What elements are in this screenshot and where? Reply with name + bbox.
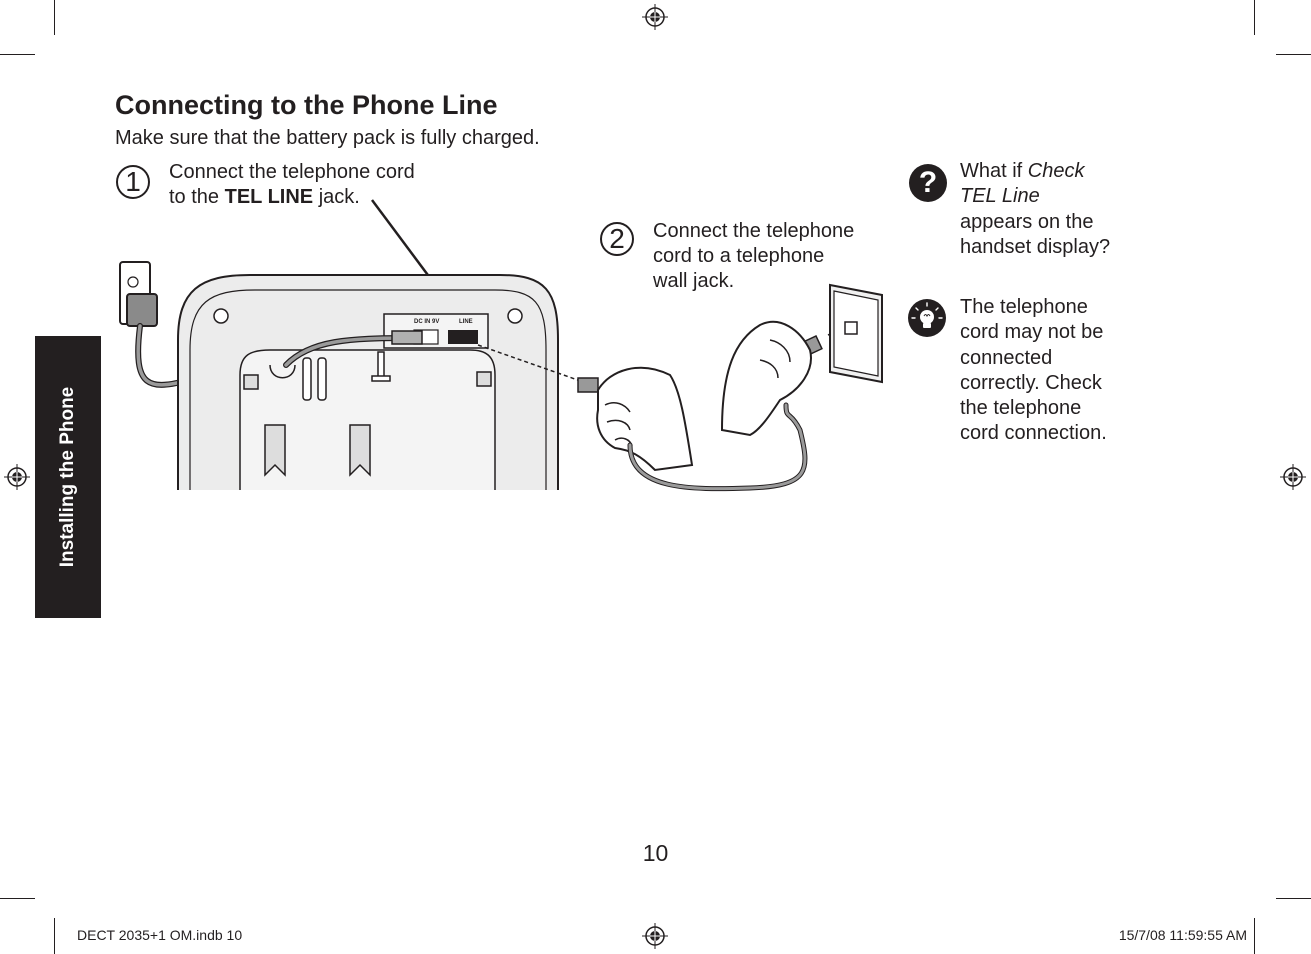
crop-mark [54, 0, 55, 35]
page-title: Connecting to the Phone Line [115, 90, 498, 120]
question-line-3: appears on the [960, 210, 1094, 233]
registration-mark-icon [1280, 464, 1306, 490]
tip-line-6: cord connection. [960, 422, 1107, 445]
connection-guide [477, 344, 593, 386]
step-2-line-2: cord to a telephone [653, 245, 825, 267]
footer-timestamp: 15/7/08 11:59:55 AM [1118, 927, 1247, 943]
power-outlet [119, 261, 158, 327]
phone-cord-plug [577, 377, 599, 393]
crop-mark [1254, 0, 1255, 35]
registration-mark-icon [4, 464, 30, 490]
tel-line-jack [448, 330, 478, 344]
step-2-text: Connect the telephone cord to a telephon… [653, 219, 854, 294]
tip-line-1: The telephone [960, 296, 1088, 318]
phone-base: DC IN 9V LINE [177, 274, 559, 490]
footer-file: DECT 2035+1 OM.indb 10 [77, 927, 243, 943]
tip-line-4: correctly. Check [960, 371, 1102, 394]
crop-mark [0, 898, 35, 899]
question-icon: ? [909, 164, 947, 202]
lightbulb-icon [908, 299, 946, 337]
registration-mark-icon [642, 4, 668, 30]
question-line-2: TEL Line [960, 184, 1110, 209]
step-1-text: Connect the telephone cord to the TEL LI… [169, 160, 415, 210]
question-line-4: handset display? [960, 235, 1111, 258]
tel-line-label: TEL LINE [224, 186, 314, 208]
right-hand [720, 320, 823, 437]
step-2-number: 2 [600, 222, 634, 256]
page-subtitle: Make sure that the battery pack is fully… [115, 127, 540, 149]
page-number: 10 [642, 840, 669, 866]
question-prefix: What if [960, 160, 1028, 182]
crop-mark [1254, 918, 1255, 954]
crop-mark [1276, 898, 1311, 899]
question-italic-1: Check [1027, 160, 1085, 182]
question-italic-2: TEL Line [960, 185, 1040, 208]
left-hand [577, 366, 694, 472]
question-line-1: What if Check [960, 159, 1110, 184]
connection-illustration: DC IN 9V LINE [119, 199, 883, 492]
question-text: What if Check TEL Line appears on the ha… [960, 159, 1110, 260]
power-adapter [126, 293, 158, 327]
step-1-number: 1 [116, 165, 150, 199]
tip-line-2: cord may not be [960, 321, 1104, 344]
step-1-suffix: jack. [313, 186, 360, 208]
side-tab: Installing the Phone [35, 336, 101, 618]
step-1-prefix: to the [169, 186, 225, 208]
step-2-line-3: wall jack. [653, 270, 735, 292]
crop-mark [0, 54, 35, 55]
line-jack-label: LINE [459, 319, 473, 325]
tip-text: The telephone cord may not be connected … [960, 295, 1107, 447]
step-1-line-2: to the TEL LINE jack. [169, 185, 415, 210]
crop-mark [1276, 54, 1311, 55]
step-1-line-1: Connect the telephone cord [169, 161, 415, 183]
dc-in-label: DC IN 9V [414, 319, 439, 325]
tip-line-3: connected [960, 346, 1053, 369]
step-2-line-1: Connect the telephone [653, 220, 855, 242]
wall-jack [829, 283, 883, 384]
side-tab-label: Installing the Phone [57, 386, 78, 568]
tip-line-5: the telephone [960, 397, 1082, 420]
crop-mark [54, 918, 55, 954]
registration-mark-icon [642, 923, 668, 949]
